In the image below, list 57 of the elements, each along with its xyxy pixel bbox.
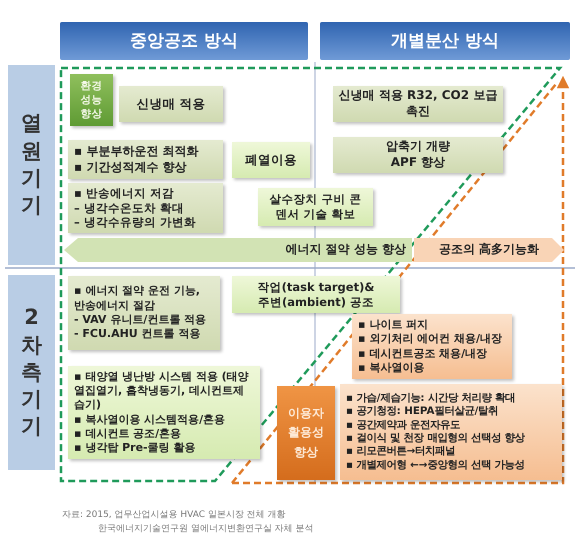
box-text: 신냉매 적용 R32, CO2 보급촉진 (338, 88, 498, 120)
box-text: ▪ 복사열이용 (358, 360, 424, 376)
box-text: ▪ 나이트 퍼지 (358, 318, 428, 332)
box-text: ▪ 에너지 절약 운전 기능, 반송에너지 절감 (74, 284, 201, 313)
box-text: ▪ 복사열이용 시스템적용/혼용 (74, 412, 226, 427)
box-text: 폐열이용 (245, 152, 297, 168)
box-text: ▪ 공간제약과 운전자유도 (346, 418, 460, 432)
box-text: - FCU.AHU 컨트롤 적용 (74, 327, 200, 342)
box-text: - VAV 유니트/컨트롤 적용 (74, 313, 206, 328)
box-text: ▪ 공기청정: HEPA필터살균/탈취 (346, 405, 498, 419)
pointed-banner (414, 238, 564, 262)
row-title: 2차측기기 (21, 304, 42, 440)
box-text: 환경 성능 향상 (80, 78, 104, 122)
box-text: ▪ 데시컨트 공조/혼용 (74, 426, 182, 442)
measure-box (232, 276, 400, 313)
measure-box (119, 86, 223, 122)
column-header (60, 22, 308, 60)
box-text: ▪ 데시컨트공조 채용/내장 (358, 346, 488, 361)
measure-box (333, 137, 503, 173)
box-text: – 냉각수온도차 확대 (74, 200, 184, 216)
row-header (8, 65, 55, 265)
box-text: ▪ 걸이식 및 천장 매입형의 선택성 향상 (346, 432, 524, 446)
box-text: ▪ 개별제어형 ←→중앙형의 선택 가능성 (346, 458, 525, 472)
box-text: 신냉매 적용 (136, 96, 206, 112)
measure-box (352, 314, 512, 379)
column-title: 개별분산 방식 (391, 30, 499, 52)
measure-box (232, 142, 310, 178)
source-note: 한국에너지기술연구원 열에너지변환연구실 자체 분석 (98, 523, 314, 535)
category-box (70, 74, 113, 126)
box-text: 압축기 개량 APF 향상 (384, 139, 452, 171)
box-text: 이용자 활용성 향상 (286, 405, 325, 461)
box-text: 작업(task target)& 주변(ambient) 공조 (256, 280, 376, 310)
measure-box (340, 384, 562, 480)
measure-box (68, 366, 260, 459)
arrow-label: 공조의 高多기능화 (438, 242, 540, 258)
measure-box (68, 140, 223, 179)
measure-box (258, 188, 373, 226)
measure-box (68, 183, 223, 233)
box-text: ▪ 외기처리 에어컨 채용/내장 (358, 332, 502, 346)
box-text: ▪ 부분부하운전 최적화 (74, 144, 198, 160)
measure-box (68, 276, 220, 350)
pointed-banner (64, 238, 412, 262)
category-box (277, 386, 335, 480)
source-note: 자료: 2015, 업무산업시설용 HVAC 일본시장 전체 개황 (62, 509, 286, 521)
column-header (320, 22, 570, 60)
box-text: ▪ 기간성적계수 향상 (74, 160, 186, 176)
box-text: ▪ 반송에너지 저감 (74, 186, 174, 201)
box-text: ▪ 리모콘버튼→터치패널 (346, 445, 456, 459)
row-header (8, 275, 55, 470)
column-title: 중앙공조 방식 (130, 30, 238, 52)
arrow-label: 에너지 절약 성능 향상 (285, 242, 407, 258)
box-text: ▪ 냉각탑 Pre-쿨링 활용 (74, 441, 196, 456)
row-title: 열원기기 (21, 110, 42, 220)
box-text: – 냉각수유량의 가변화 (74, 215, 196, 230)
box-text: ▪ 태양열 냉난방 시스템 적용 (태양열집열기, 흡착냉동기, 데시컨트제습기) (74, 370, 250, 412)
box-text: 살수장치 구비 콘덴서 기술 확보 (268, 192, 362, 222)
box-text: ▪ 가습/제습기능: 시간당 처리량 확대 (346, 392, 516, 406)
